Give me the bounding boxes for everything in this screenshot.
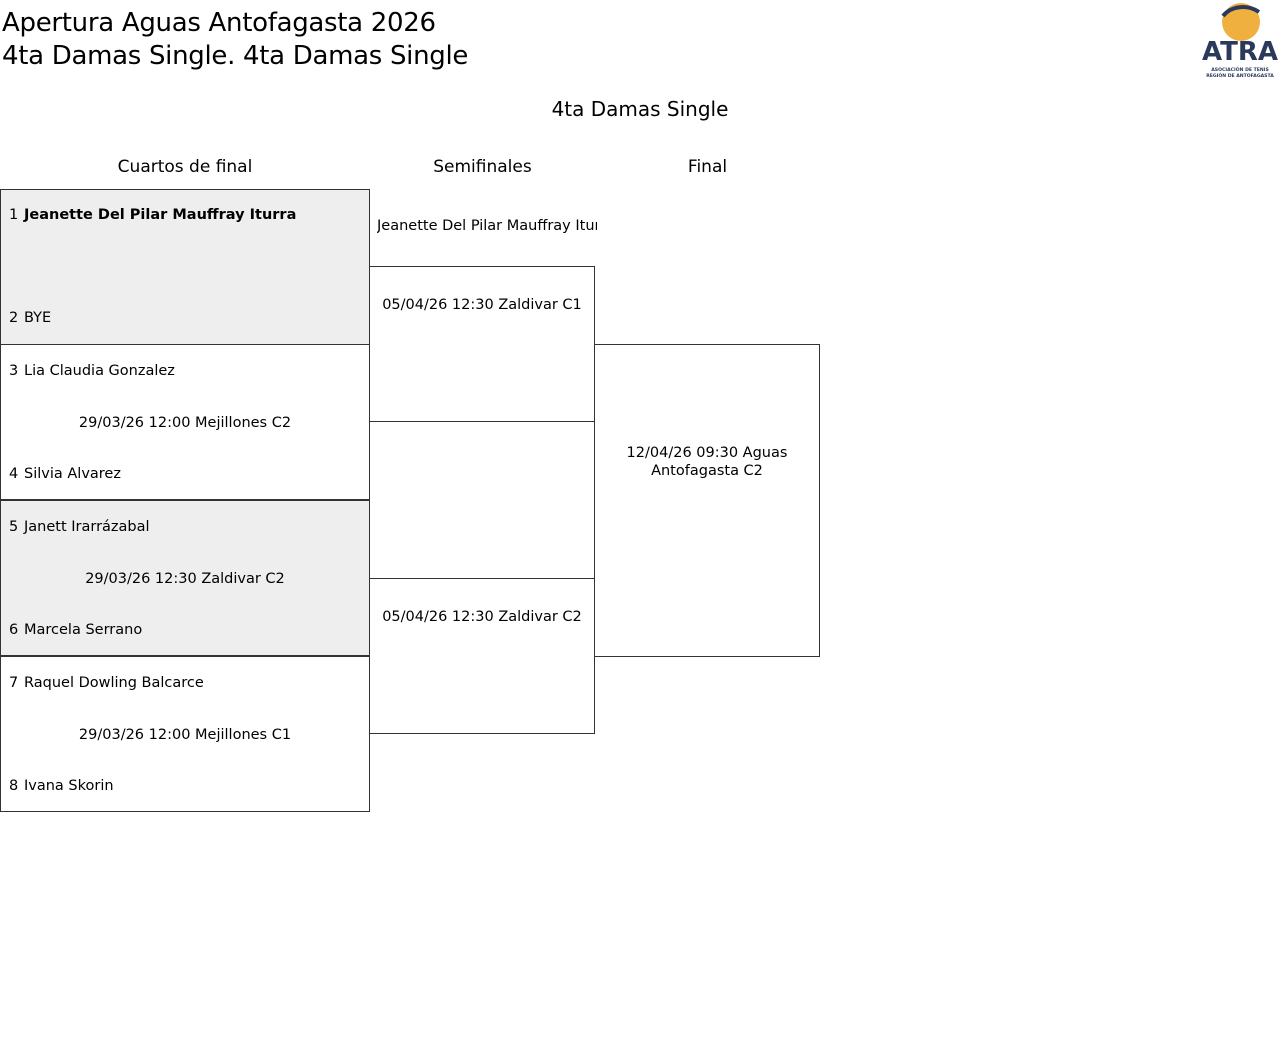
final-match: 12/04/26 09:30 Aguas Antofagasta C2 (594, 344, 820, 657)
seed-number: 7 (9, 675, 19, 691)
player-slot: 7 Raquel Dowling Balcarce (9, 675, 204, 691)
match-schedule: 12/04/26 09:30 Aguas Antofagasta C2 (626, 445, 788, 479)
player-slot: 5 Janett Irarrázabal (9, 519, 150, 535)
logo-text: ATRA (1202, 37, 1278, 67)
seed-number: 8 (9, 778, 19, 794)
atra-logo: ATRA ASOCIACIÓN DE TENIS REGIÓN DE ANTOF… (1202, 3, 1278, 79)
qf-match-2: 3 Lia Claudia Gonzalez 29/03/26 12:00 Mej… (0, 344, 370, 500)
match-schedule: 29/03/26 12:30 Zaldivar C2 (85, 571, 285, 587)
player-name[interactable]: Janett Irarrázabal (24, 519, 150, 535)
draw-title: 4ta Damas Single (551, 97, 729, 121)
seed-number: 5 (9, 519, 19, 535)
sf-match-1: 05/04/26 12:30 Zaldivar C1 (369, 266, 595, 422)
match-schedule: 29/03/26 12:00 Mejillones C2 (78, 415, 292, 431)
round-header-final: Final (687, 157, 728, 177)
logo-ball-icon (1222, 3, 1260, 41)
player-name[interactable]: Jeanette Del Pilar Mauffray Iturra (24, 207, 297, 223)
seed-number: 4 (9, 466, 19, 482)
qf-match-3: 5 Janett Irarrázabal 29/03/26 12:30 Zaldi… (0, 500, 370, 656)
qf-match-1: 1 Jeanette Del Pilar Mauffray Iturra 2 BYE (0, 189, 370, 345)
seed-number: 6 (9, 622, 19, 638)
player-name[interactable]: Raquel Dowling Balcarce (24, 675, 204, 691)
round-header-semifinals: Semifinales (433, 157, 532, 177)
player-name[interactable]: Marcela Serrano (24, 622, 143, 638)
player-name[interactable]: Ivana Skorin (24, 778, 114, 794)
player-slot: 6 Marcela Serrano (9, 622, 142, 638)
match-schedule: 05/04/26 12:30 Zaldivar C2 (382, 609, 582, 625)
round-header-quarterfinals: Cuartos de final (117, 157, 253, 177)
match-schedule: 05/04/26 12:30 Zaldivar C1 (382, 297, 582, 313)
player-name[interactable]: Silvia Alvarez (24, 466, 121, 482)
seed-number: 3 (9, 363, 19, 379)
player-slot: 8 Ivana Skorin (9, 778, 114, 794)
logo-subtext-2: REGIÓN DE ANTOFAGASTA (1206, 72, 1274, 79)
logo-swoosh (1221, 5, 1261, 18)
sf-advanced-player[interactable]: Jeanette Del Pilar Mauffray Itur (377, 218, 597, 234)
sf-match-2: 05/04/26 12:30 Zaldivar C2 (369, 578, 595, 734)
tournament-title: Apertura Aguas Antofagasta 2026 (2, 8, 436, 38)
logo-subtext-1: ASOCIACIÓN DE TENIS (1211, 66, 1269, 73)
qf-match-4: 7 Raquel Dowling Balcarce 29/03/26 12:00 … (0, 656, 370, 812)
seed-number: 1 (9, 207, 19, 223)
player-slot: 3 Lia Claudia Gonzalez (9, 363, 175, 379)
category-title: 4ta Damas Single. 4ta Damas Single (2, 41, 469, 71)
player-slot: 1 Jeanette Del Pilar Mauffray Iturra (9, 207, 296, 223)
player-name: BYE (24, 310, 52, 326)
player-slot: 4 Silvia Alvarez (9, 466, 121, 482)
player-name[interactable]: Lia Claudia Gonzalez (24, 363, 175, 379)
seed-number: 2 (9, 310, 19, 326)
player-slot: 2 BYE (9, 310, 51, 326)
match-schedule: 29/03/26 12:00 Mejillones C1 (78, 727, 292, 743)
